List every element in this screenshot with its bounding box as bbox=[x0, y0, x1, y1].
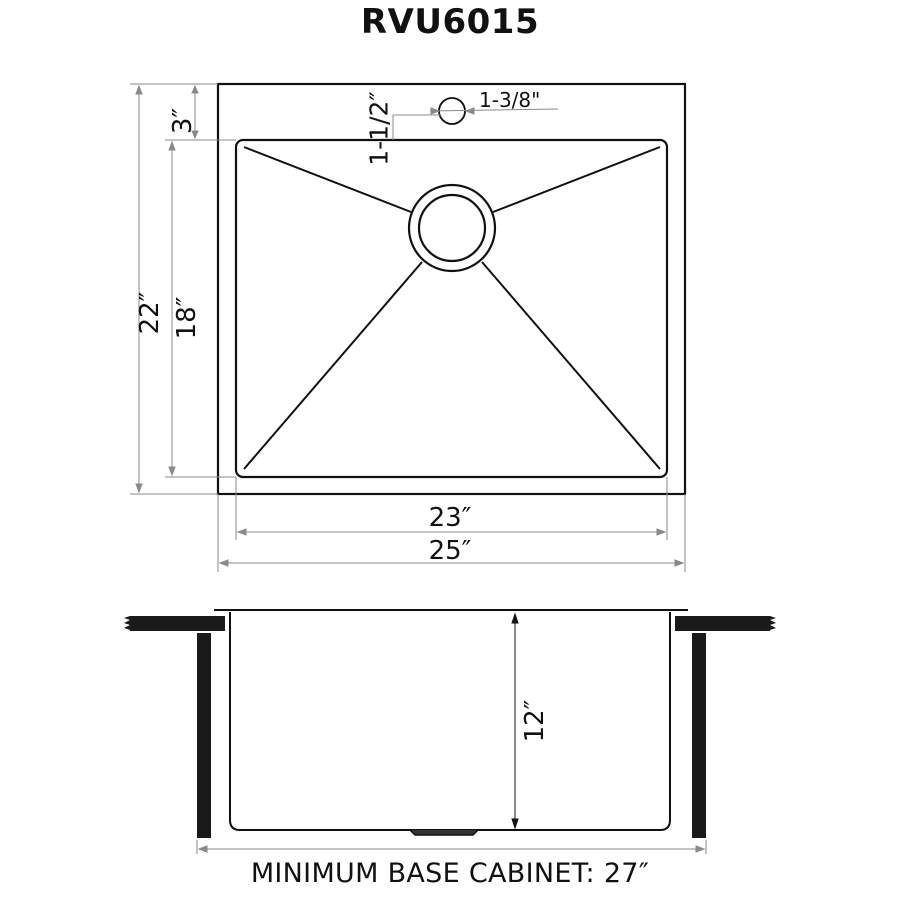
top-view-dimensions bbox=[130, 83, 686, 572]
outer-deck-outline bbox=[216, 82, 687, 496]
slope-line-bottom-left bbox=[243, 261, 423, 470]
bowl-depth-label: 18″ bbox=[172, 296, 202, 340]
bowl-height-label: 12″ bbox=[520, 699, 550, 743]
drain-bottom bbox=[409, 829, 479, 836]
model-title: RVU6015 bbox=[360, 2, 540, 42]
faucet-hole-label: 1-3/8" bbox=[479, 88, 541, 112]
bowl-height-dimension bbox=[511, 612, 519, 830]
drain-inner-ring bbox=[417, 193, 487, 263]
side-view bbox=[124, 609, 776, 854]
outer-depth-label: 22″ bbox=[135, 291, 165, 335]
slope-line-bottom-right bbox=[481, 261, 661, 470]
break-mark-left bbox=[124, 616, 130, 630]
minimum-cabinet-caption: MINIMUM BASE CABINET: 27″ bbox=[250, 858, 650, 889]
bowl-width-label: 23″ bbox=[428, 503, 472, 533]
cabinet-wall-right bbox=[692, 633, 706, 838]
bowl-outline bbox=[234, 138, 669, 479]
break-mark-right bbox=[770, 616, 776, 630]
drain-outer-ring bbox=[407, 183, 497, 273]
deck-depth-label: 3″ bbox=[168, 107, 198, 135]
outer-width-label: 25″ bbox=[428, 536, 472, 566]
slope-line-top-right bbox=[492, 146, 661, 213]
top-view bbox=[216, 82, 687, 496]
slope-line-top-left bbox=[243, 146, 412, 213]
countertop-left bbox=[130, 616, 225, 631]
countertop-right bbox=[675, 616, 770, 631]
cabinet-width-dimension bbox=[196, 840, 707, 854]
sink-bowl-profile bbox=[229, 612, 671, 831]
cabinet-wall-left bbox=[197, 633, 211, 838]
faucet-offset-label: 1-1/2″ bbox=[364, 91, 394, 166]
